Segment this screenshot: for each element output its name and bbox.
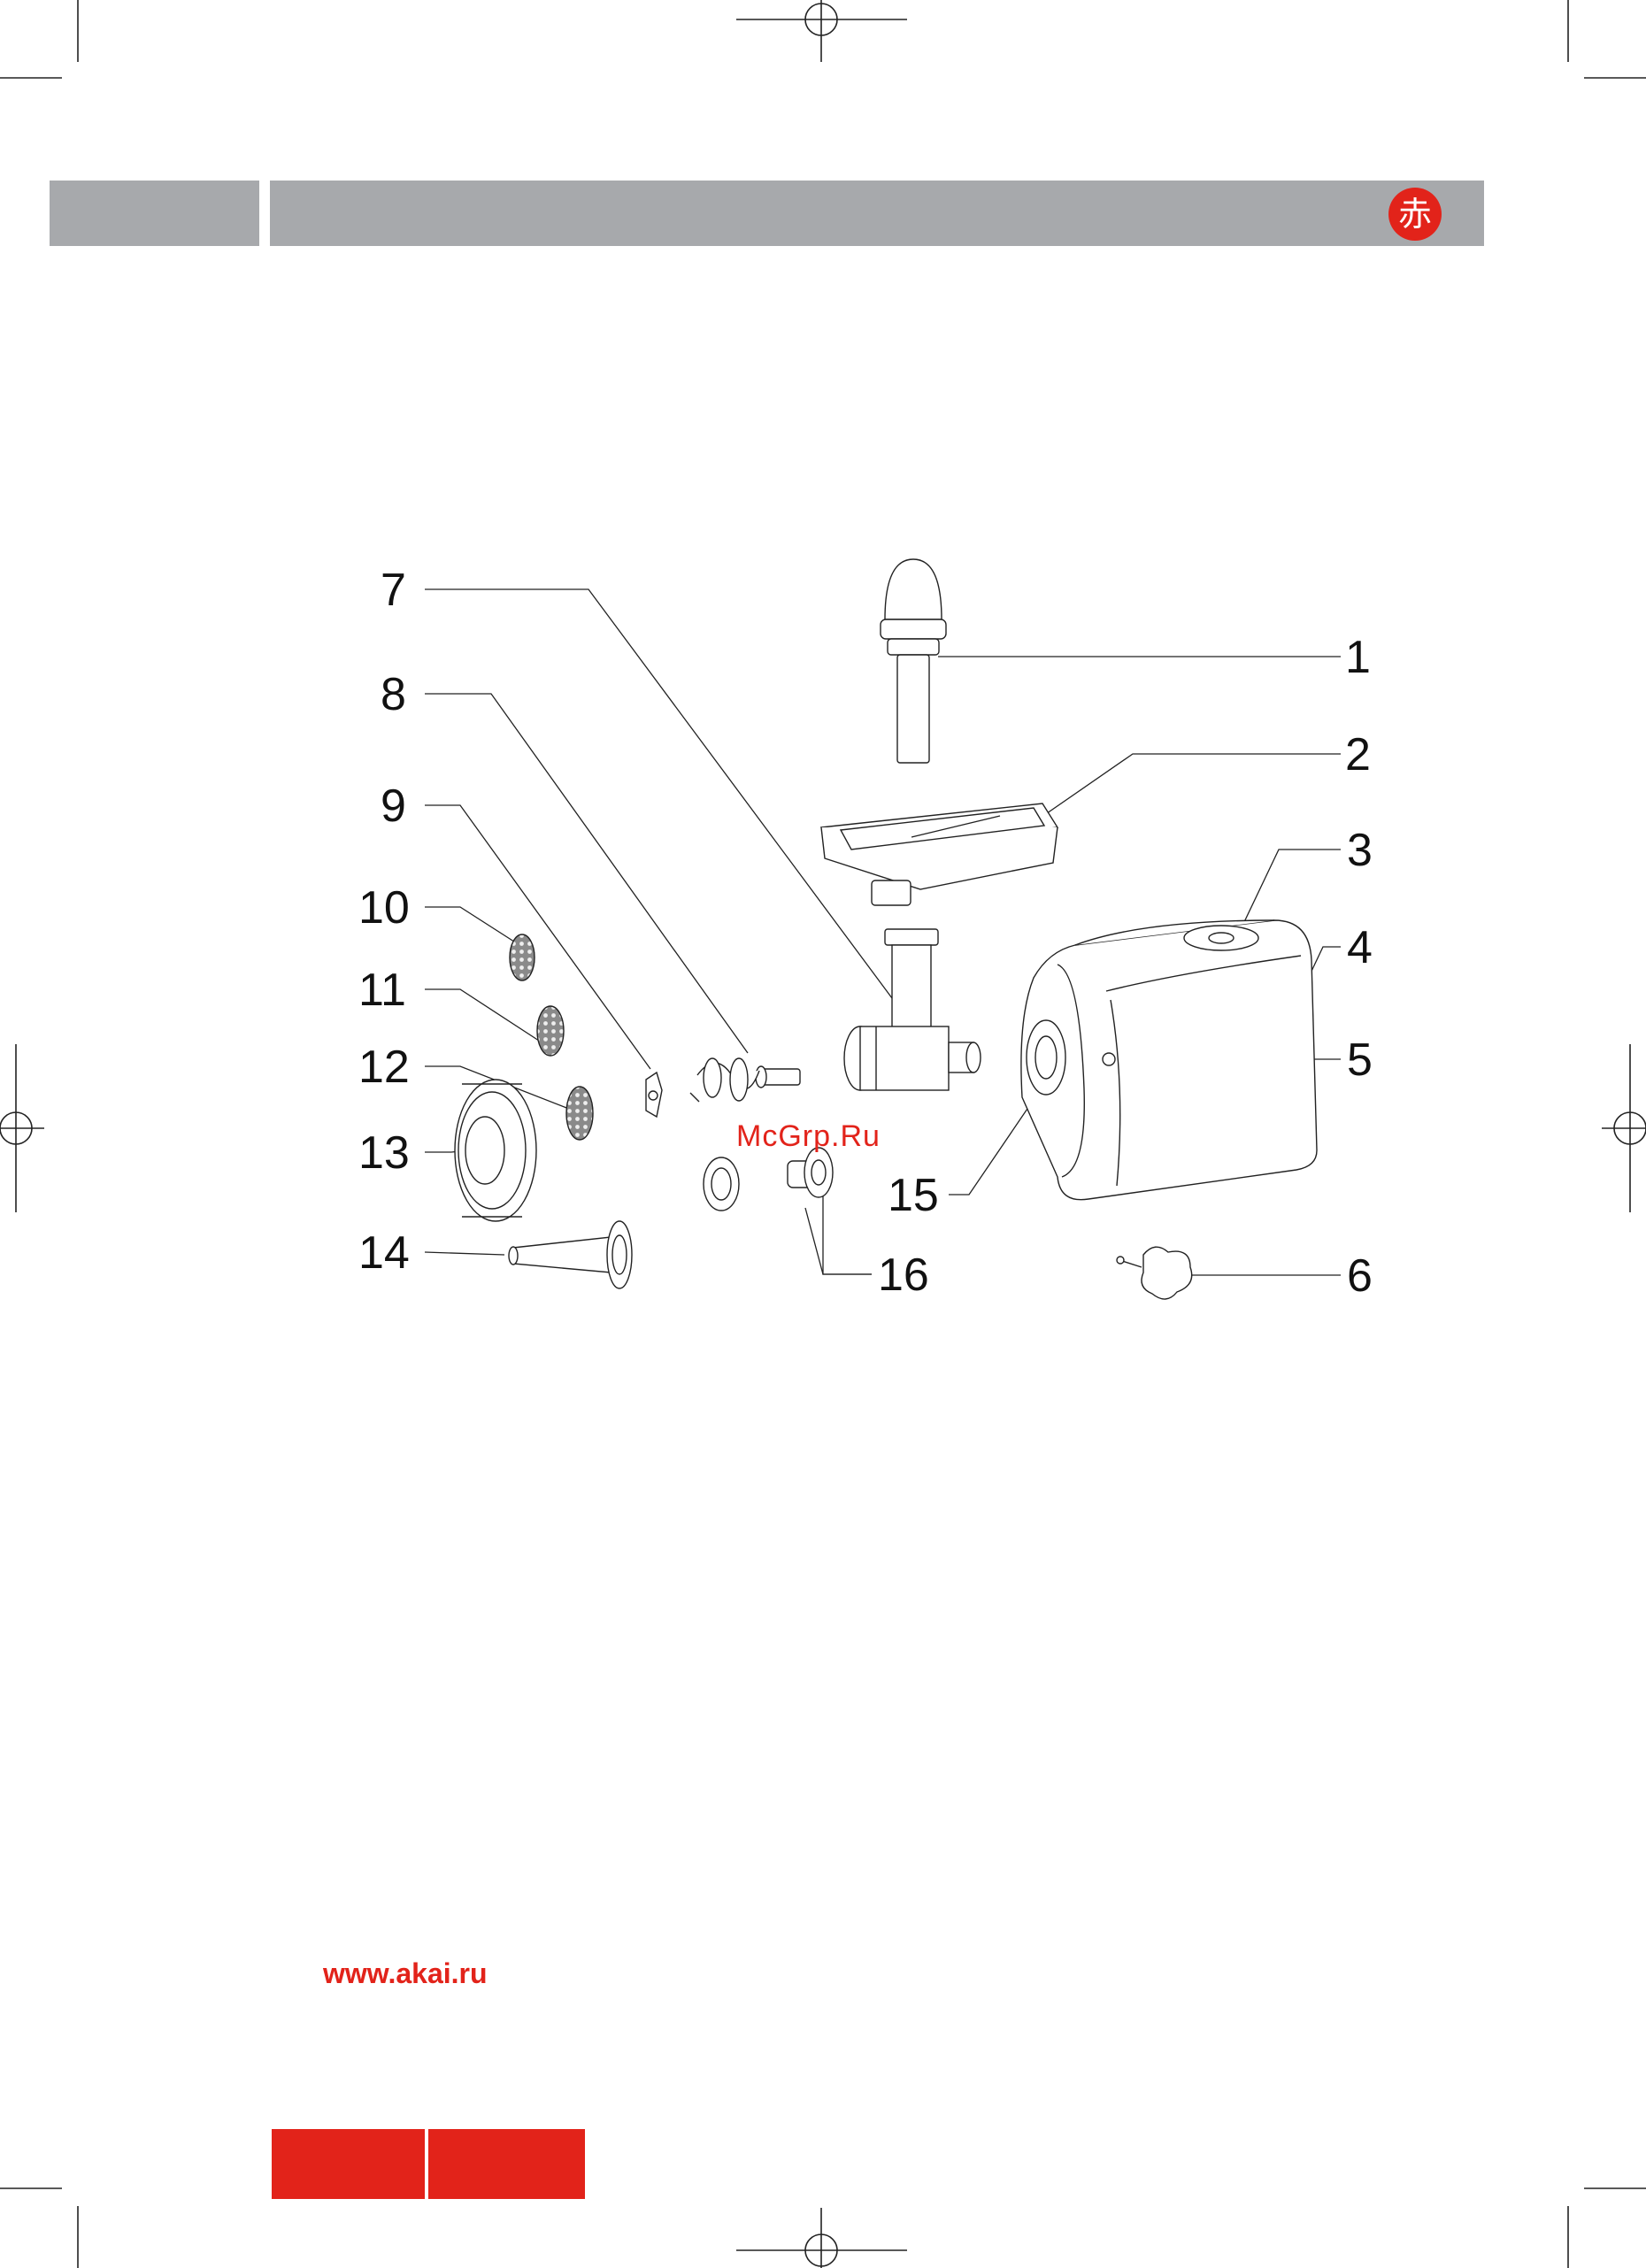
callout-3: 3 [1347,825,1373,876]
callout-11: 11 [358,965,406,1016]
callout-2: 2 [1345,729,1371,780]
callout-5: 5 [1347,1034,1373,1086]
food-tray-part [821,803,1058,905]
header-tab-bar [50,181,259,246]
callout-4: 4 [1347,922,1373,973]
medium-plate-part [537,1006,564,1056]
kebbe-attachment-part [704,1148,833,1211]
callout-15: 15 [888,1170,939,1221]
cutting-blade-part [646,1072,662,1117]
brand-seal-logo: 赤 [1388,188,1442,241]
header-title-bar [270,181,1484,246]
callout-12: 12 [358,1042,410,1093]
callout-8: 8 [381,669,406,720]
website-link[interactable]: www.akai.ru [323,1957,488,1990]
auger-part [690,1058,800,1102]
footer-block-right [428,2129,585,2199]
watermark-text: McGrp.Ru [736,1119,881,1154]
callout-6: 6 [1347,1250,1373,1302]
motor-housing-part [1021,920,1317,1200]
coarse-plate-part [566,1087,593,1140]
footer-block-left [272,2129,425,2199]
locking-knob-part [1117,1247,1192,1299]
sausage-nozzle-part [509,1221,632,1288]
pusher-part [881,559,946,763]
parts-diagram: 7 8 9 10 11 12 13 14 1 2 3 4 5 6 15 16 [336,531,1416,1327]
callout-14: 14 [358,1227,410,1279]
ring-nut-part [455,1080,536,1221]
fine-plate-part [510,934,535,980]
callout-10: 10 [358,882,410,934]
callout-1: 1 [1345,632,1371,683]
callout-7: 7 [381,565,406,616]
grinder-head-part [844,929,981,1090]
callout-13: 13 [358,1127,410,1179]
callout-16: 16 [878,1249,929,1301]
callout-9: 9 [381,780,406,832]
